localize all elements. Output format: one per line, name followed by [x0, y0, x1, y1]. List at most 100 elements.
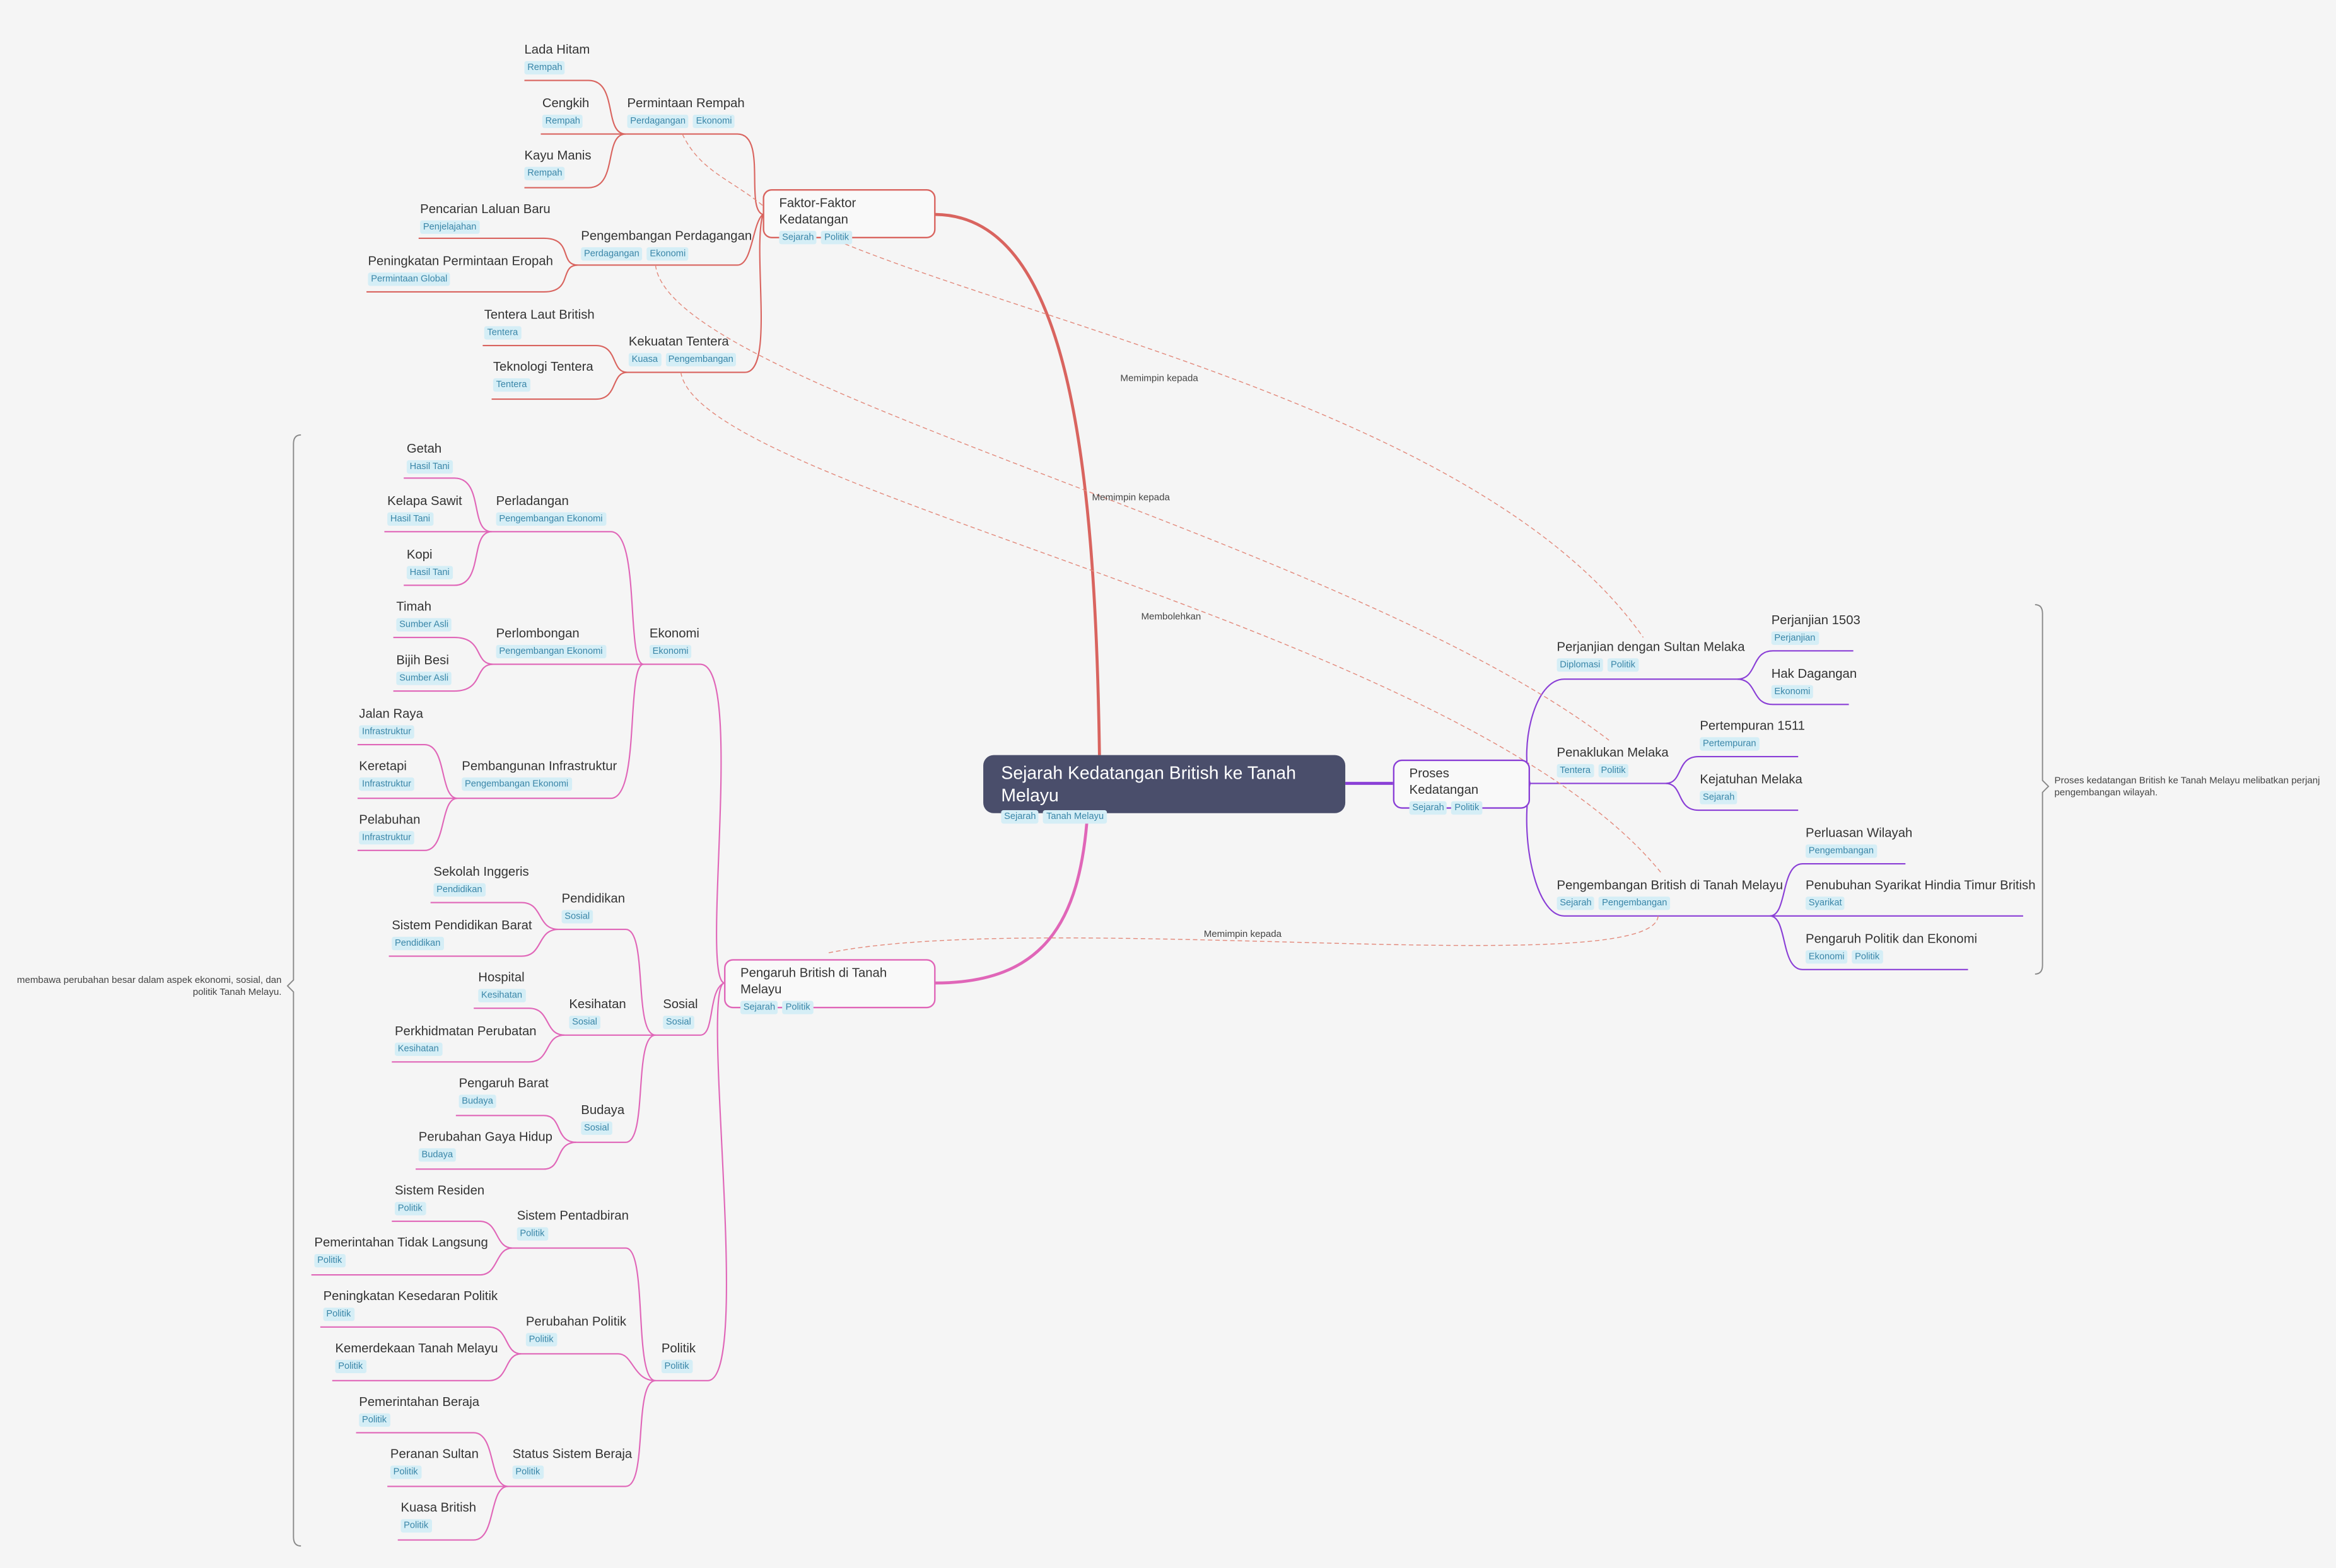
tag: Permintaan Global [368, 272, 450, 286]
node-label: Hospital [478, 969, 525, 985]
tag: Hasil Tani [406, 460, 453, 474]
relation-label[interactable]: Memimpin kepada [1203, 929, 1282, 940]
node-label: Pengembangan Perdagangan [581, 228, 752, 243]
tag: Politik [1608, 658, 1638, 672]
node-label: Politik [661, 1340, 696, 1356]
tag: Tentera [1556, 764, 1594, 778]
relation-label[interactable]: Memimpin kepada [1120, 373, 1198, 385]
tag: Perjanjian [1771, 631, 1819, 645]
tag: Sosial [561, 910, 593, 924]
tag: Politik [661, 1359, 692, 1373]
tag: Politik [1451, 801, 1483, 815]
summary-pengaruh[interactable]: membawa perubahan besar dalam aspek ekon… [16, 975, 282, 997]
tag: Kuasa [628, 352, 661, 367]
tag: Politik [1597, 764, 1629, 778]
relation-line-1 [831, 238, 1644, 638]
topic-label: Faktor-Faktor Kedatangan [779, 195, 856, 227]
tag: Politik [821, 231, 852, 245]
tag: Tentera [484, 326, 521, 340]
tag: Sosial [663, 1016, 694, 1030]
connector-root-faktor [935, 212, 1101, 755]
node-label: Kesihatan [569, 996, 626, 1011]
tag: Sumber Asli [396, 671, 452, 685]
tag: Pengembangan Ekonomi [462, 777, 571, 791]
topic-pengaruh-british[interactable]: Pengaruh British di Tanah Melayu Sejarah… [724, 959, 936, 1014]
summary-proses[interactable]: Proses kedatangan British ke Tanah Melay… [2054, 775, 2320, 798]
topic-label: Proses Kedatangan [1409, 765, 1479, 797]
node-label: Keretapi [359, 758, 407, 774]
tag: Rempah [524, 166, 566, 180]
root-topic[interactable]: Sejarah Kedatangan British ke Tanah Mela… [983, 755, 1346, 824]
relation-label[interactable]: Membolehkan [1141, 612, 1201, 623]
relation-label[interactable]: Memimpin kepada [1092, 492, 1170, 504]
tag: Pendidikan [392, 936, 444, 951]
node-label: Peranan Sultan [390, 1446, 479, 1461]
node-label: Pengembangan British di Tanah Melayu [1556, 877, 1784, 892]
node-label: Sosial [663, 996, 698, 1011]
node-label: Kelapa Sawit [387, 492, 462, 508]
node-label: Perkhidmatan Perubatan [394, 1023, 537, 1038]
tag: Rempah [542, 114, 583, 129]
node-label: Kejatuhan Melaka [1700, 771, 1802, 787]
tag: Pengembangan Ekonomi [496, 512, 606, 526]
node-label: Kuasa British [400, 1499, 477, 1515]
node-label: Pelabuhan [359, 811, 421, 827]
